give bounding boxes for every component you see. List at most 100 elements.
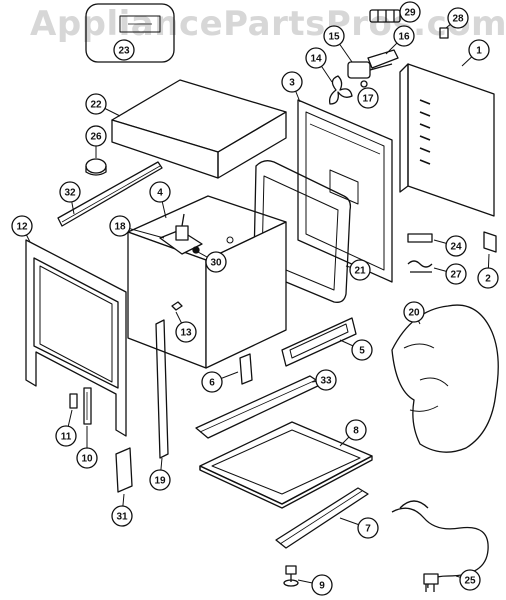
callout-number: 20 <box>408 308 420 319</box>
callout-number: 1 <box>476 46 482 57</box>
callout-16: 16 <box>393 25 415 47</box>
callout-number: 4 <box>157 188 163 199</box>
callout-number: 11 <box>61 432 72 443</box>
callout-number: 7 <box>365 524 371 535</box>
callout-number: 32 <box>64 188 76 199</box>
callout-number: 29 <box>404 8 416 19</box>
callout-19: 19 <box>149 469 171 491</box>
callout-number: 22 <box>90 100 102 111</box>
callout-4: 4 <box>149 181 171 203</box>
callout-circle <box>85 93 107 115</box>
callout-28: 28 <box>447 7 469 29</box>
part-27-wire-clip <box>407 260 433 273</box>
callout-circle <box>149 181 171 203</box>
callout-number: 3 <box>289 78 295 89</box>
callout-number: 14 <box>310 54 322 65</box>
part-5-drawer-panel <box>281 317 357 367</box>
callout-number: 21 <box>354 266 366 277</box>
callout-23: 23 <box>113 39 135 61</box>
callout-15: 15 <box>323 25 345 47</box>
callout-5: 5 <box>351 339 373 361</box>
part-8-drawer-tray <box>199 421 373 509</box>
callout-26: 26 <box>85 125 107 147</box>
callout-number: 2 <box>485 274 491 285</box>
callout-32: 32 <box>59 181 81 203</box>
callout-circle <box>445 235 467 257</box>
callout-circle <box>459 569 481 591</box>
part-31-panel <box>115 447 133 493</box>
callout-number: 5 <box>359 346 365 357</box>
callout-circle <box>55 425 77 447</box>
callout-20: 20 <box>403 301 425 323</box>
callout-circle <box>345 419 367 441</box>
part-12-front-frame <box>25 239 127 437</box>
part-13-screw <box>171 301 183 311</box>
callout-number: 18 <box>114 222 126 233</box>
callout-circle <box>403 301 425 323</box>
callout-circle <box>76 447 98 469</box>
callout-number: 28 <box>452 14 464 25</box>
callout-number: 8 <box>353 426 359 437</box>
callout-22: 22 <box>85 93 107 115</box>
callout-6: 6 <box>201 371 223 393</box>
callout-circle <box>149 469 171 491</box>
callout-circle <box>281 71 303 93</box>
callout-circle <box>357 517 379 539</box>
callout-circle <box>59 181 81 203</box>
part-6-bracket <box>239 353 253 385</box>
callout-circle <box>349 259 371 281</box>
callout-11: 11 <box>55 425 77 447</box>
part-15-16-fan-motor <box>347 49 399 79</box>
watermark-text: AppliancePartsPros.com <box>30 4 506 44</box>
callout-17: 17 <box>357 87 379 109</box>
callout-13: 13 <box>175 321 197 343</box>
callout-number: 24 <box>450 242 462 253</box>
callout-27: 27 <box>445 263 467 285</box>
callout-circle <box>305 47 327 69</box>
callout-circle <box>113 39 135 61</box>
callout-18: 18 <box>109 215 131 237</box>
callout-number: 25 <box>464 576 476 587</box>
part-11-spacer <box>69 393 78 409</box>
callout-2: 2 <box>477 267 499 289</box>
callout-circle <box>445 263 467 285</box>
callout-circle <box>357 87 379 109</box>
callout-circle <box>109 215 131 237</box>
callout-circle <box>201 371 223 393</box>
callout-circle <box>477 267 499 289</box>
part-26-clock <box>85 158 107 176</box>
callout-number: 27 <box>450 270 462 281</box>
callout-25: 25 <box>459 569 481 591</box>
callout-7: 7 <box>357 517 379 539</box>
part-3-inner-panel <box>297 99 393 283</box>
callout-number: 9 <box>319 581 325 592</box>
part-23-box <box>85 3 175 63</box>
callout-number: 15 <box>328 32 340 43</box>
callout-31: 31 <box>111 505 133 527</box>
callout-number: 17 <box>362 94 374 105</box>
part-19-strip <box>155 319 169 459</box>
callout-number: 13 <box>180 328 192 339</box>
part-28-clip <box>439 27 449 39</box>
callout-circle <box>11 215 33 237</box>
part-14-fan-blade <box>328 75 353 105</box>
callout-24: 24 <box>445 235 467 257</box>
callout-number: 30 <box>210 258 222 269</box>
callout-21: 21 <box>349 259 371 281</box>
callout-1: 1 <box>468 39 490 61</box>
callout-circle <box>323 25 345 47</box>
part-29-fuse-block <box>369 9 401 23</box>
callout-30: 30 <box>205 251 227 273</box>
callout-9: 9 <box>311 574 333 596</box>
part-10-trim-strip <box>83 387 92 425</box>
part-32-bracket <box>57 161 163 227</box>
callout-number: 33 <box>320 376 332 387</box>
callout-circle <box>175 321 197 343</box>
callout-circle <box>468 39 490 61</box>
part-22-cooktop <box>111 79 287 179</box>
callout-circle <box>351 339 373 361</box>
callout-12: 12 <box>11 215 33 237</box>
